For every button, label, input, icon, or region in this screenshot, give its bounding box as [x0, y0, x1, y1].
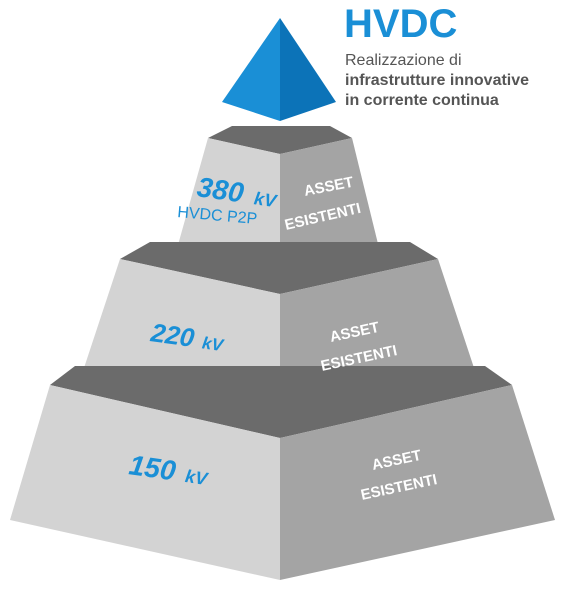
hvdc-title: HVDC	[344, 2, 458, 46]
tier3-left-face	[10, 385, 280, 580]
tier2-voltage: 220	[148, 317, 197, 353]
tier1-subtitle: HVDC P2P	[177, 204, 258, 228]
tier2-ledge	[120, 242, 438, 294]
hvdc-line2: infrastrutture innovative	[345, 72, 530, 89]
apex-right-face	[280, 18, 336, 121]
apex-left-face	[222, 18, 280, 121]
tier2-unit: kV	[201, 333, 226, 355]
tier1-voltage: 380	[195, 171, 246, 208]
tier3-voltage: 150	[127, 449, 178, 486]
tier3-ledge	[50, 366, 512, 438]
tier3-unit: kV	[184, 466, 211, 489]
tier3-right-face	[280, 385, 555, 580]
tier1-ledge	[208, 126, 352, 154]
hvdc-line3: in corrente continua	[345, 92, 499, 109]
tier1-unit: kV	[253, 188, 280, 211]
hvdc-subtitle: Realizzazione di	[345, 52, 462, 69]
